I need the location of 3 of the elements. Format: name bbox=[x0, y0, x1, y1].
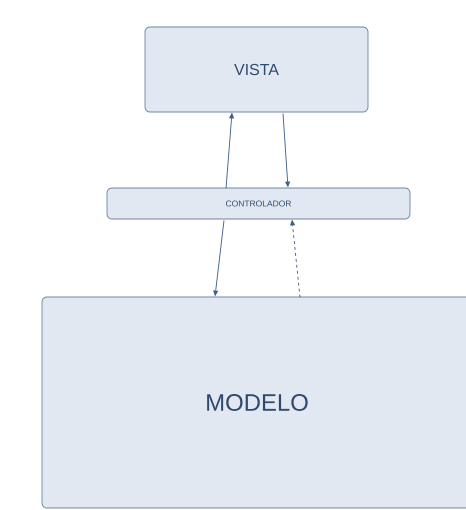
process-box: MODELO bbox=[42, 296, 466, 508]
process-box: VISTA bbox=[144, 26, 368, 112]
process-box: CONTROLADOR bbox=[106, 188, 410, 220]
